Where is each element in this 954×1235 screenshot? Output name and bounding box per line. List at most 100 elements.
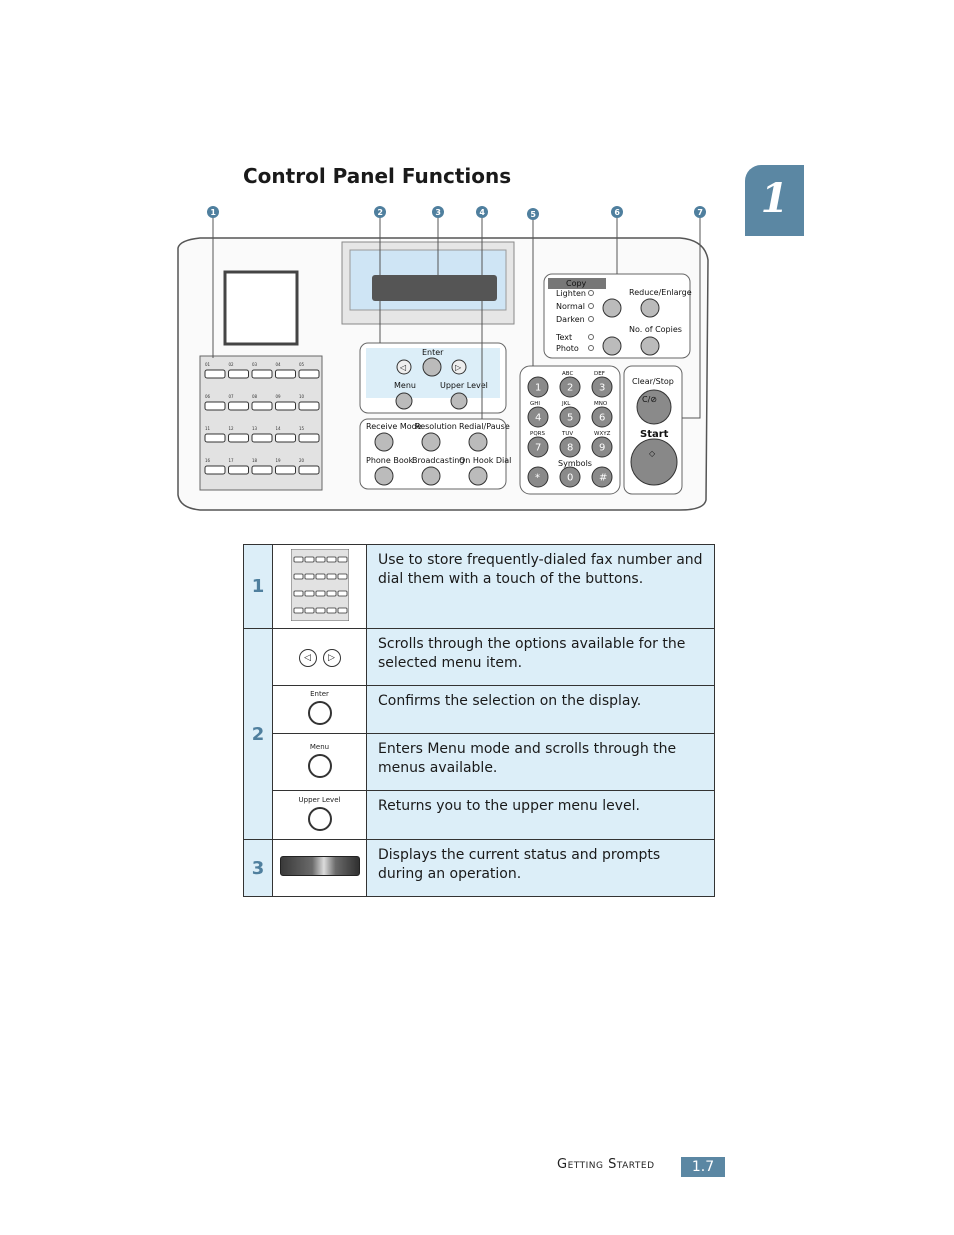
keypad-key [591,406,613,428]
one-touch-button [204,465,226,475]
one-touch-number: 04 [276,362,282,367]
svg-text:Start: Start [640,429,669,440]
row-description: Scrolls through the options available fo… [366,628,715,686]
keypad-key [591,376,613,398]
one-touch-number: 02 [229,362,235,367]
thumb-button [304,607,314,613]
callout-marker [476,206,488,218]
page-number: 1.7 [681,1157,725,1177]
callout-number: 3 [435,208,441,217]
svg-text:Copy: Copy [566,279,587,288]
thumb-button [337,556,347,562]
one-touch-number: 07 [229,394,235,399]
thumb-button [326,556,336,562]
row-number: 3 [243,839,273,897]
copy-option-led [588,345,594,351]
one-touch-number: 12 [229,426,235,431]
one-touch-button [298,433,320,443]
one-touch-button [228,433,249,443]
keypad-key-label: 5 [567,413,573,424]
svg-text:Clear/Stop: Clear/Stop [632,377,674,386]
callout-marker [527,208,539,220]
table-row: 2 ◁ ▷ Scrolls through the options availab… [243,628,715,840]
one-touch-button [298,401,320,411]
callout-number: 5 [530,210,536,219]
svg-text:No. of Copies: No. of Copies [629,325,682,334]
keypad-key [527,376,549,398]
keypad-key-label: * [535,473,540,484]
keypad-key-label: 4 [535,413,541,424]
callout-number: 1 [210,208,216,217]
enter-button-icon [307,701,332,725]
thumb-button [315,590,325,596]
svg-text:Resolution: Resolution [415,422,457,431]
copy-option-label: Lighten [556,289,586,298]
svg-text:Receive Mode: Receive Mode [366,422,422,431]
function-table: 1 Use to store frequently-dialed fax num… [243,544,715,897]
thumb-button [293,607,303,613]
one-touch-number: 05 [299,362,305,367]
keypad-key-label: 3 [599,383,605,394]
menu-button-icon [307,753,332,778]
table-row: Enter Confirms the selection on the disp… [244,685,715,734]
keypad-letters: MNO [594,401,608,407]
svg-text:C/⊘: C/⊘ [642,395,657,404]
table-row: 1 Use to store frequently-dialed fax num… [243,544,715,629]
row-description: Returns you to the upper menu level. [366,790,715,840]
keypad-key-label: # [599,473,607,484]
footer-section-label: Getting Started [557,1157,655,1172]
keypad-letters: TUV [561,431,573,437]
thumb-button [315,573,325,579]
keypad-key [559,436,581,458]
page-title: Control Panel Functions [243,164,512,188]
one-touch-number: 01 [205,362,211,367]
callout-marker [611,206,623,218]
svg-text:Phone Book: Phone Book [366,456,414,465]
upper-level-label: Upper Level [440,381,488,390]
one-touch-number: 19 [276,458,282,463]
keypad-key-label: 1 [535,383,541,394]
one-touch-button [251,433,273,443]
thumb-button [304,556,314,562]
keypad-letters: JKL [561,401,571,407]
right-arrow-icon: ▷ [322,648,341,667]
upper-level-button-icon [307,806,332,831]
lcd-display-icon [279,856,360,876]
copy-option-label: Text [555,333,572,342]
callout-number: 6 [614,208,620,217]
svg-text:On Hook Dial: On Hook Dial [459,456,511,465]
left-arrow-icon: ◁ [298,648,317,667]
keypad-letters: PQRS [530,431,545,437]
copy-option-label: Darken [556,315,585,324]
thumb-button [304,590,314,596]
one-touch-number: 09 [276,394,282,399]
table-row: Upper Level Returns you to the upper men… [244,790,715,840]
one-touch-button [275,433,296,443]
menu-label: Menu [394,381,416,390]
keypad-key-label: 2 [567,383,573,394]
thumb-button [293,556,303,562]
one-touch-number: 18 [252,458,258,463]
callout-marker [694,206,706,218]
copy-option-label: Normal [556,302,585,311]
one-touch-icon [290,548,349,621]
keypad-key [527,406,549,428]
row-description: Use to store frequently-dialed fax numbe… [366,544,715,629]
copy-option-led [588,316,594,322]
one-touch-button [275,369,296,379]
upper-level-button-label: Upper Level [298,795,341,804]
row-description: Enters Menu mode and scrolls through the… [366,733,715,791]
one-touch-button [298,465,320,475]
keypad-key-label: 0 [567,473,573,484]
one-touch-number: 06 [205,394,211,399]
one-touch-number: 10 [299,394,305,399]
one-touch-number: 14 [276,426,282,431]
keypad-key [559,406,581,428]
one-touch-button [251,465,273,475]
keypad-key-label: 7 [535,443,541,454]
row-number: 2 [243,628,273,840]
row-description: Confirms the selection on the display. [366,685,715,734]
